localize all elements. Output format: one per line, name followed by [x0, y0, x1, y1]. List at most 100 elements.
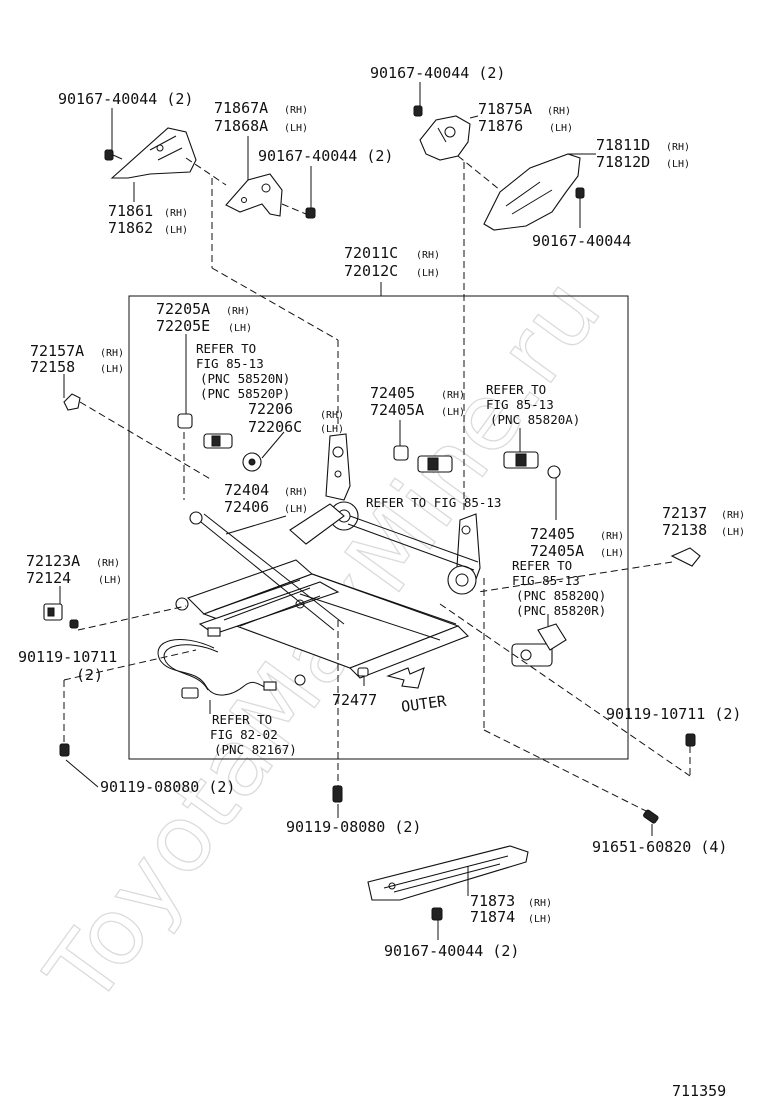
part-72206-gear [242, 452, 262, 472]
suffix-72405-a: (RH) [441, 390, 465, 401]
label-90119-10711-r: 90119-10711 (2) [606, 705, 741, 723]
label-72123a: 72123A [26, 552, 80, 570]
note-refer-58520-3: (PNC 58520N) [200, 371, 290, 386]
label-72206: 72206 [248, 400, 293, 418]
screw-90119-08080-l [59, 743, 70, 757]
label-71862: 71862 [108, 219, 153, 237]
suffix-71867a: (RH) [284, 105, 308, 116]
suffix-72011c: (RH) [416, 250, 440, 261]
note-refer-82167-2: FIG 82-02 [210, 727, 278, 742]
label-71873: 71873 [470, 892, 515, 910]
screw-90119-08080-b [332, 785, 343, 803]
screw-90167-r [575, 187, 585, 199]
part-71861-cover [110, 127, 197, 179]
label-72406: 72406 [224, 498, 269, 516]
suffix-72124: (LH) [98, 575, 122, 586]
part-71811-cover [483, 153, 581, 231]
label-72158: 72158 [30, 358, 75, 376]
note-outer: OUTER [400, 692, 448, 716]
note-refer-58520-2: FIG 85-13 [196, 356, 264, 371]
note-refer-85820a-3: (PNC 85820A) [490, 412, 580, 427]
label-72011c: 72011C [344, 244, 398, 262]
label-71868a: 71868A [214, 117, 268, 135]
label-72404: 72404 [224, 481, 269, 499]
suffix-72138: (LH) [721, 527, 745, 538]
label-71874: 71874 [470, 908, 515, 926]
bolt-91651 [643, 809, 659, 824]
label-90167-r: 90167-40044 [532, 232, 631, 250]
label-71811d: 71811D [596, 136, 650, 154]
suffix-72406: (LH) [284, 504, 308, 515]
screw-90119-10711-r [685, 733, 696, 747]
suffix-72205a: (RH) [226, 306, 250, 317]
note-refer-85820a-2: FIG 85-13 [486, 397, 554, 412]
figure-number: 711359 [672, 1082, 726, 1100]
part-85820a-motor [417, 455, 453, 473]
note-refer-82167-3: (PNC 82167) [214, 742, 297, 757]
label-90119-08080-l: 90119-08080 (2) [100, 778, 235, 796]
label-72138: 72138 [662, 521, 707, 539]
label-72012c: 72012C [344, 262, 398, 280]
suffix-71812d: (LH) [666, 159, 690, 170]
label-72205a: 72205A [156, 300, 210, 318]
suffix-72137: (RH) [721, 510, 745, 521]
label-90167-top: 90167-40044 (2) [370, 64, 505, 82]
screw-90167-bot [431, 907, 443, 921]
label-71861: 71861 [108, 202, 153, 220]
screw-90167-tl [104, 149, 123, 161]
part-71867-bracket [225, 173, 283, 217]
part-72157-clip [63, 393, 81, 411]
suffix-72123a: (RH) [96, 558, 120, 569]
label-72405-b: 72405 [530, 525, 575, 543]
label-90167-tl: 90167-40044 (2) [58, 90, 193, 108]
screw-90167-mid [305, 207, 316, 219]
suffix-71862: (LH) [164, 225, 188, 236]
part-85820q-motor [511, 623, 567, 667]
label-72477: 72477 [332, 691, 377, 709]
part-72477-clip [357, 667, 369, 677]
part-71875-cover [419, 115, 471, 161]
label-72405a-a: 72405A [370, 401, 424, 419]
label-72137: 72137 [662, 504, 707, 522]
suffix-71868a: (LH) [284, 123, 308, 134]
suffix-72404: (RH) [284, 487, 308, 498]
note-refer-85820q-2: FIG 85-13 [512, 573, 580, 588]
part-58520-motor [203, 433, 233, 449]
note-refer-85820q-4: (PNC 85820R) [516, 603, 606, 618]
label-72405-a: 72405 [370, 384, 415, 402]
suffix-71876: (LH) [549, 123, 573, 134]
suffix-71811d: (RH) [666, 142, 690, 153]
label-91651: 91651-60820 (4) [592, 838, 727, 856]
label-90119-10711-l-qty: (2) [76, 666, 103, 684]
part-72205-bushing [177, 413, 193, 429]
note-refer-82167-1: REFER TO [212, 712, 272, 727]
suffix-72206: (RH) [320, 410, 344, 421]
suffix-71875a: (RH) [547, 106, 571, 117]
note-refer-85820q-1: REFER TO [512, 558, 572, 573]
note-refer-85820q-3: (PNC 85820Q) [516, 588, 606, 603]
note-refer-58520-1: REFER TO [196, 341, 256, 356]
suffix-72205e: (LH) [228, 323, 252, 334]
label-71867a: 71867A [214, 99, 268, 117]
part-85820a-motor-r [503, 451, 561, 479]
part-71873-rail-cover [367, 845, 529, 901]
label-90119-08080-b: 90119-08080 (2) [286, 818, 421, 836]
suffix-72157a: (RH) [100, 348, 124, 359]
part-82167-harness [157, 627, 277, 699]
part-recliner-bracket-left [325, 433, 351, 501]
screw-90167-top [413, 105, 423, 117]
label-72405a-b: 72405A [530, 542, 584, 560]
label-71875a: 71875A [478, 100, 532, 118]
suffix-72158: (LH) [100, 364, 124, 375]
assembly-frame-box [128, 295, 629, 760]
outer-direction-arrow [386, 667, 425, 689]
label-72205e: 72205E [156, 317, 210, 335]
suffix-71873: (RH) [528, 898, 552, 909]
note-refer-58520-4: (PNC 58520P) [200, 386, 290, 401]
label-90119-10711-l: 90119-10711 [18, 648, 117, 666]
part-72137-clip [670, 547, 701, 567]
suffix-71861: (RH) [164, 208, 188, 219]
label-71876: 71876 [478, 117, 523, 135]
note-refer-85820a-1: REFER TO [486, 382, 546, 397]
